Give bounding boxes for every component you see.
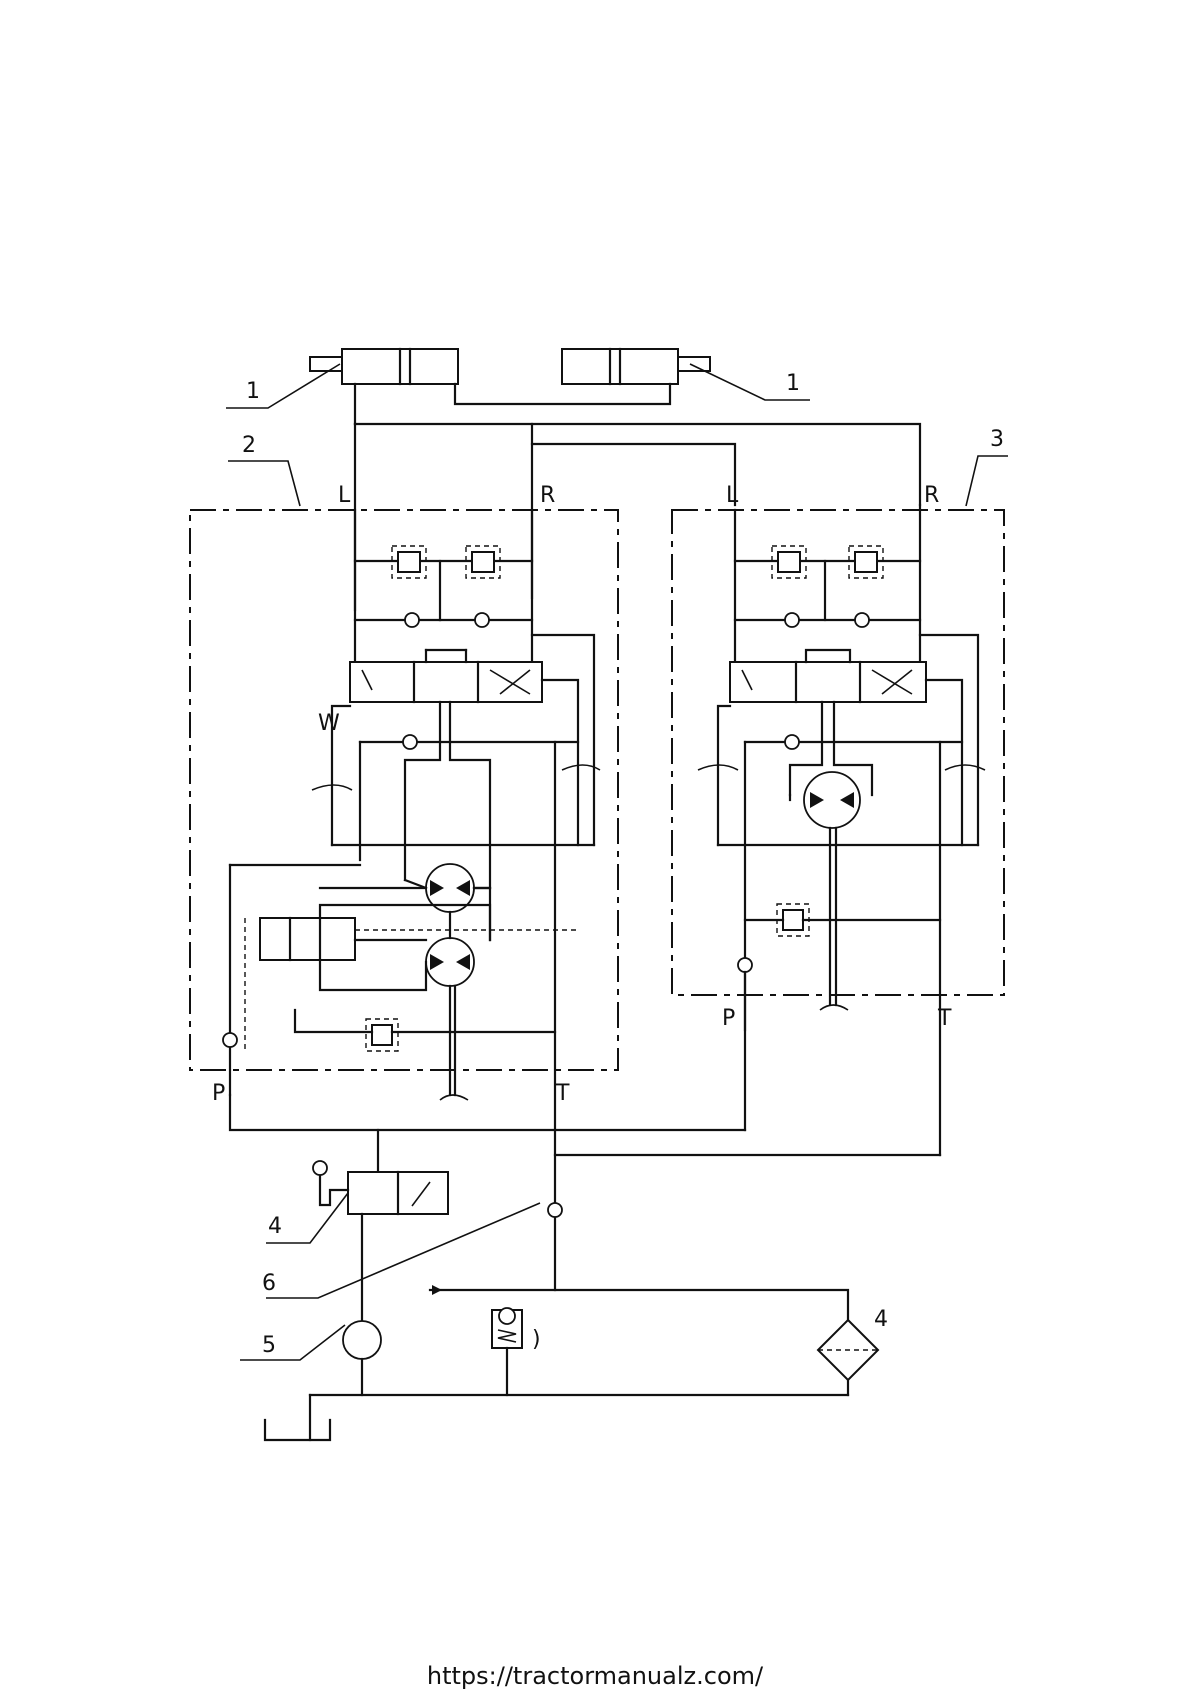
unit-3-inlet-check-valve: [738, 958, 752, 972]
unit-3-port-l: L: [726, 483, 739, 508]
unit-2-relief-valve-r: [472, 552, 494, 572]
unit-2-mid-check-valve: [403, 735, 417, 749]
callout-6: 6: [262, 1271, 276, 1296]
flow-direction-arrow: [432, 1285, 442, 1295]
unit-2-port-l: L: [338, 483, 351, 508]
unit-3-relief-valve-l: [778, 552, 800, 572]
unit-2-directional-valve: [350, 662, 542, 702]
unit-2-port-p: P: [212, 1081, 225, 1106]
unit-3-check-valve-1: [785, 613, 799, 627]
unit-2-port-t: T: [555, 1081, 570, 1106]
unit-3-check-valve-2: [855, 613, 869, 627]
unit-2-port-r: R: [540, 483, 555, 508]
callout-3: 3: [990, 427, 1004, 452]
unit-2-flow-valve: [260, 918, 355, 960]
unit-2-check-valve-1: [405, 613, 419, 627]
reservoir-tank: [265, 1420, 330, 1440]
steering-unit-3: L R P T: [672, 483, 1004, 1155]
callout-1-right: 1: [786, 371, 800, 396]
unit-3-port-p: P: [722, 1006, 735, 1031]
unit-2-main-relief-valve: [372, 1025, 392, 1045]
return-check-valve-6: [548, 1203, 562, 1217]
unit-3-mid-check-valve: [785, 735, 799, 749]
unit-2-shaft-rotation-arrow: [440, 1095, 468, 1100]
unit-3-boundary: [672, 510, 1004, 995]
unit-3-port-t: T: [937, 1006, 952, 1031]
steering-cylinder-left: [310, 349, 458, 384]
unit-3-relief-valve-r: [855, 552, 877, 572]
callout-4: 4: [268, 1214, 282, 1239]
steering-cylinder-right: [562, 349, 710, 384]
unit-3-shaft-rotation-arrow: [820, 1005, 848, 1010]
unit-3-port-r: R: [924, 483, 939, 508]
footer-url: https://tractormanualz.com/: [0, 1662, 1190, 1690]
svg-text:W: W: [318, 711, 340, 736]
small-mark: ): [532, 1327, 541, 1352]
unit-3-main-relief-valve: [783, 910, 803, 930]
callout-1-left: 1: [246, 379, 260, 404]
supply-circuit: ) 4: [230, 1095, 940, 1440]
unit-2-relief-valve-l: [398, 552, 420, 572]
unit-2-inlet-check-valve: [223, 1033, 237, 1047]
hydraulic-pump-5: [343, 1321, 381, 1359]
filter-mark: 4: [874, 1307, 888, 1332]
steering-unit-2: W: [190, 483, 618, 1130]
callout-2: 2: [242, 433, 256, 458]
pilot-gauge: [313, 1161, 327, 1175]
unit-2-check-valve-2: [475, 613, 489, 627]
callout-5: 5: [262, 1333, 276, 1358]
